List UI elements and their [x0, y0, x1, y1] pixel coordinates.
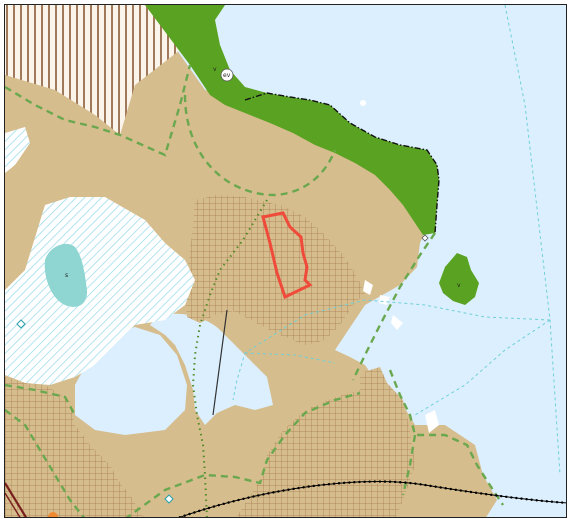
- shoal-2: [379, 295, 390, 305]
- marker-coast[interactable]: [421, 234, 429, 242]
- site-outline[interactable]: [261, 211, 313, 300]
- shoal-1: [363, 280, 373, 295]
- inner-bay: [150, 313, 273, 425]
- railway-line: [179, 481, 566, 517]
- built-zone-southwest: [5, 377, 144, 517]
- forest-boundary: [244, 92, 440, 234]
- map-frame[interactable]: s ev v v: [4, 4, 567, 518]
- built-zone-south: [236, 367, 415, 517]
- road: [212, 309, 228, 416]
- islet: [439, 253, 479, 305]
- coastal-forest: [145, 5, 439, 235]
- utility-line-2: [5, 492, 21, 517]
- marker-west[interactable]: [16, 319, 26, 329]
- orange-point: [48, 512, 58, 517]
- reserve-strip: [5, 127, 30, 173]
- marker-south[interactable]: [164, 494, 174, 504]
- coast-forest-label: v: [213, 66, 217, 73]
- shoal-4: [425, 410, 439, 433]
- striped-zone: [5, 5, 180, 135]
- lake: [44, 243, 88, 307]
- reserve-area: [5, 197, 195, 385]
- coast-marker[interactable]: [220, 68, 234, 82]
- footpath: [191, 199, 268, 517]
- islet-label: v: [457, 282, 461, 289]
- coast-marker-label: ev: [223, 72, 231, 79]
- zoning-map[interactable]: s ev v v: [5, 5, 567, 518]
- zone-boundaries: [5, 64, 504, 517]
- white-dot: [360, 100, 366, 106]
- shipping-lanes: [232, 5, 561, 476]
- shoal-3: [391, 315, 403, 330]
- lake-label: s: [65, 272, 68, 279]
- utility-line-1: [5, 482, 28, 517]
